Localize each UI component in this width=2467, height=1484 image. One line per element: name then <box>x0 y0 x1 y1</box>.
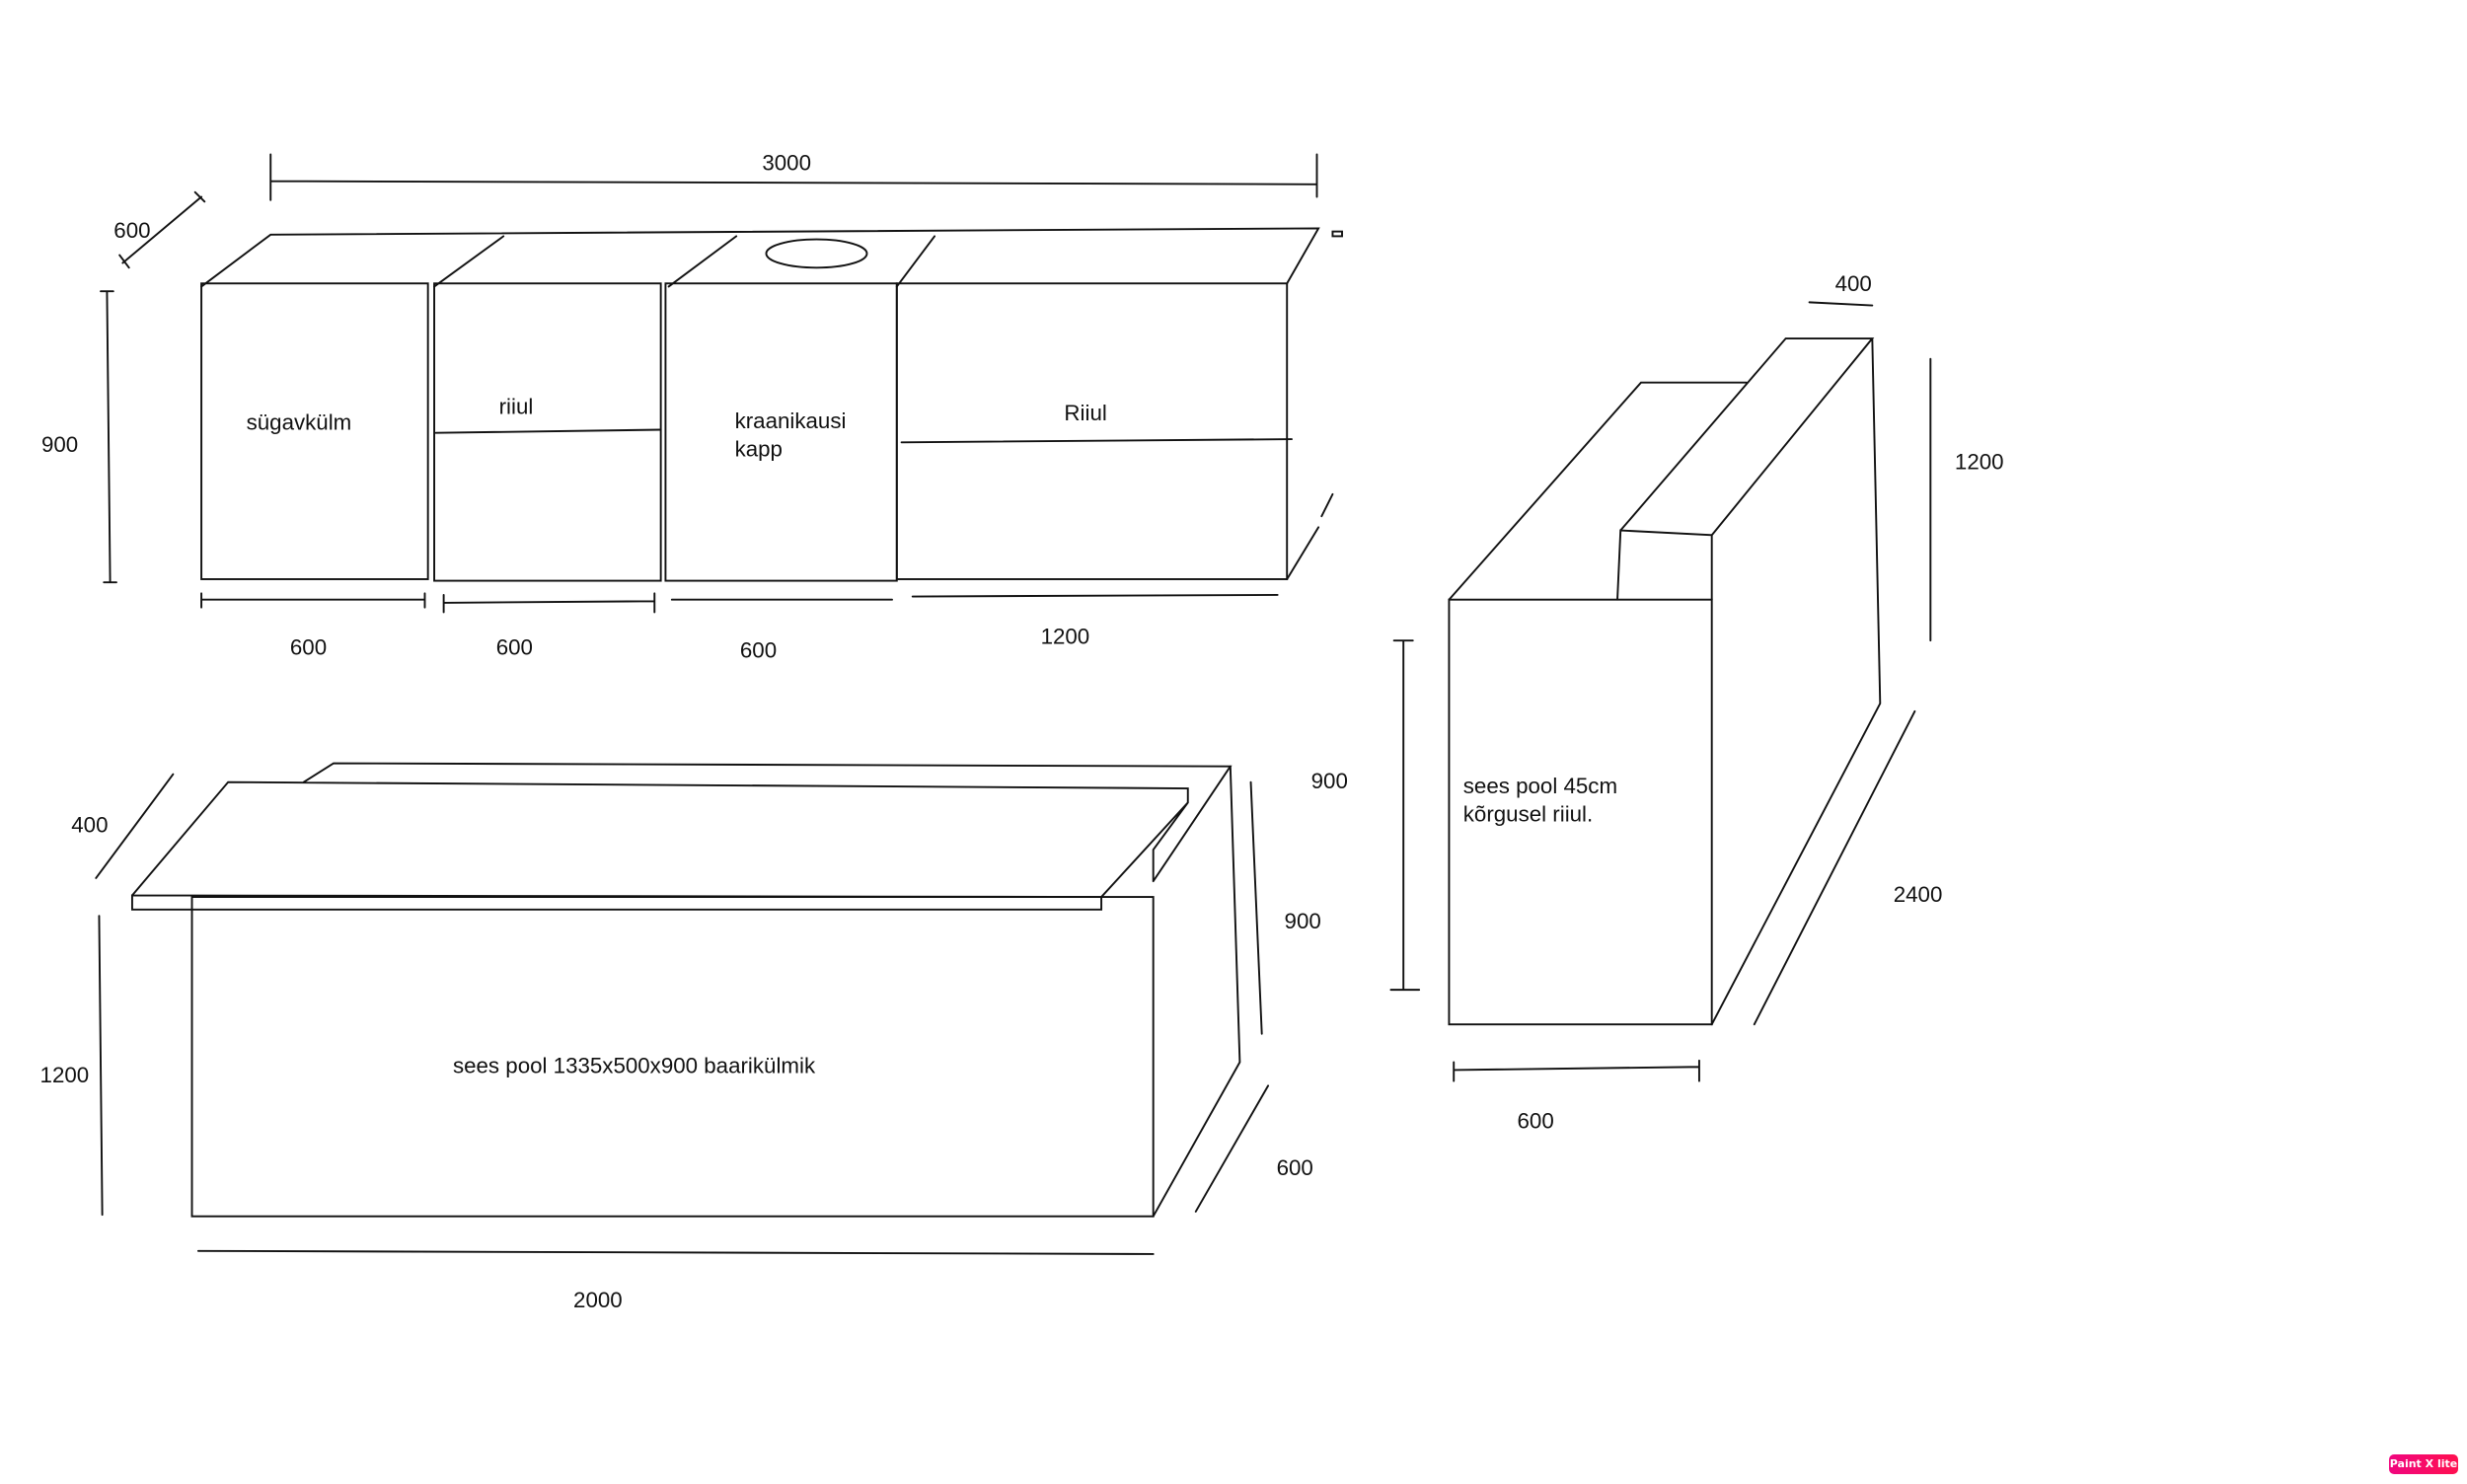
dimension-label-width: 600 <box>1518 1108 1554 1133</box>
sink-icon <box>765 238 868 269</box>
dimension-line-height <box>100 290 117 584</box>
section-width-2: 600 <box>496 635 533 660</box>
dimension-label-height: 900 <box>41 432 78 457</box>
dimension-label-front-height: 900 <box>1311 769 1348 793</box>
app-badge: Paint X lite <box>2389 1454 2458 1474</box>
side-top <box>1448 337 1882 1026</box>
section-width-3: 600 <box>740 638 777 663</box>
bar-note: sees pool 1335x500x900 baarikülmik <box>453 1054 816 1078</box>
cabinet-section-shelf <box>433 282 662 582</box>
bar-side <box>1152 765 1241 1218</box>
section-label-sink-2: kapp <box>735 437 783 462</box>
dimension-line-depth <box>118 190 206 269</box>
cabinet-section-freezer <box>200 282 429 580</box>
side-cabinet: 400 1200 2400 900 600 sees pool 45cm kõr… <box>1311 271 2004 1133</box>
dimension-label-length: 2400 <box>1894 882 1943 907</box>
top-cabinet: 3000 600 900 sügavkülm riiul kraanikausi… <box>41 150 1343 663</box>
bar-cabinet: 400 1200 2000 600 900 sees pool 1335x500… <box>40 762 1321 1312</box>
small-mark <box>1331 230 1343 238</box>
dimension-label-height: 1200 <box>40 1063 90 1087</box>
section-dimension-lines <box>200 592 1279 614</box>
shelf-lines <box>434 428 1334 580</box>
section-label-freezer: sügavkülm <box>247 410 352 435</box>
dimension-lines-side <box>1389 301 1932 1082</box>
dimension-label-top-depth: 400 <box>71 813 108 838</box>
dimension-label-depth: 600 <box>113 218 150 243</box>
section-label-sink-1: kraanikausi <box>735 408 847 433</box>
dimension-label-depth: 600 <box>1277 1155 1313 1180</box>
section-width-1: 600 <box>290 635 327 660</box>
dimension-label-top-depth: 400 <box>1835 271 1872 296</box>
section-width-4: 1200 <box>1041 624 1090 648</box>
dimension-label-3000: 3000 <box>762 150 811 175</box>
side-note-2: kõrgusel riiul. <box>1463 802 1593 827</box>
dimension-label-inner-height: 900 <box>1285 909 1321 933</box>
dimension-line-3000 <box>269 153 1318 201</box>
dimension-lines-bar <box>95 773 1270 1255</box>
section-label-shelf: riiul <box>499 395 534 419</box>
side-note-1: sees pool 45cm <box>1463 774 1617 798</box>
dimension-label-total-height: 1200 <box>1955 449 2004 474</box>
cabinet-top-surface <box>200 227 1320 288</box>
section-label-shelf-large: Riiul <box>1064 401 1106 425</box>
cabinet-section-shelf-large <box>895 282 1289 580</box>
dimension-label-width: 2000 <box>573 1288 623 1312</box>
bar-front <box>190 896 1155 1218</box>
countertop <box>130 762 1233 911</box>
side-front <box>1448 598 1713 1026</box>
